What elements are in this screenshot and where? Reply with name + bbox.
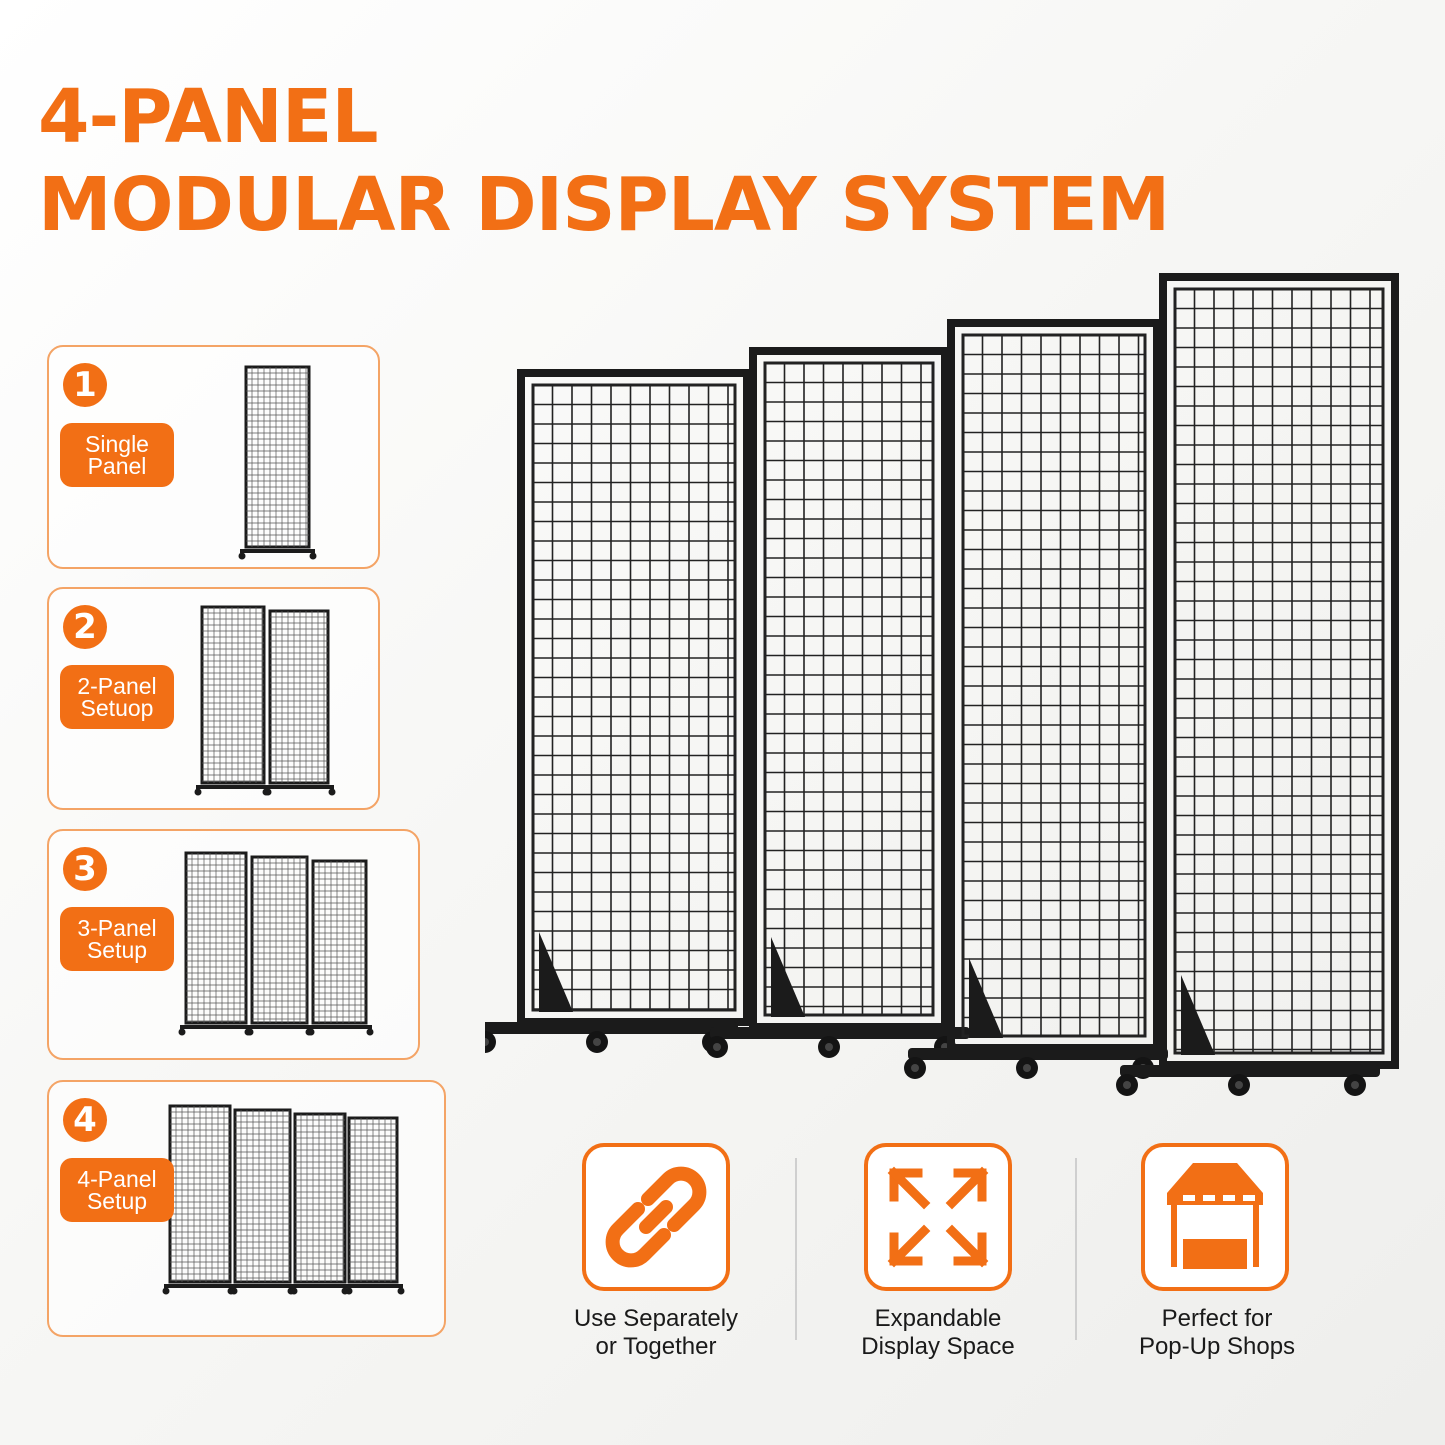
feature-text-line-2: Display Space	[861, 1333, 1015, 1360]
feature-text-line-1: Expandable	[874, 1305, 1002, 1332]
setup-label-badge: 3-Panel Setup	[60, 907, 174, 971]
setup-label-line-2: Setup	[86, 937, 148, 963]
step-number-badge: 2	[63, 605, 107, 649]
gridwall-panel	[1116, 273, 1399, 1096]
step-number-badge: 3	[63, 847, 107, 891]
feature-text-line-2: or Together	[595, 1333, 717, 1360]
three-panel-illustration	[178, 851, 374, 1036]
single-panel-illustration	[238, 365, 317, 560]
popup-tent-icon	[1167, 1163, 1263, 1269]
setup-card-3: 3 3-Panel Setup	[47, 829, 420, 1060]
feature-divider	[1075, 1158, 1077, 1340]
expand-arrows-icon	[887, 1166, 989, 1268]
step-number-badge: 1	[63, 363, 107, 407]
feature-divider	[795, 1158, 797, 1340]
setup-card-1: 1 Single Panel	[47, 345, 380, 569]
feature-box-expandable	[864, 1143, 1012, 1291]
setup-label-badge: 4-Panel Setup	[60, 1158, 174, 1222]
chain-link-icon	[605, 1166, 707, 1268]
mini-gridwall-panel	[178, 851, 254, 1036]
gridwall-panel	[485, 369, 751, 1053]
gridwall-panel	[706, 347, 970, 1058]
setup-card-2: 2 2-Panel Setuop	[47, 587, 380, 810]
mini-gridwall-panel	[227, 1108, 298, 1295]
setup-label-line-2: Panel	[87, 453, 147, 479]
mini-gridwall-panel	[341, 1116, 405, 1295]
mini-gridwall-panel	[194, 605, 272, 796]
feature-text-line-1: Perfect for	[1161, 1305, 1273, 1332]
headline-line-2: MODULAR DISPLAY SYSTEM	[38, 162, 1170, 248]
mini-gridwall-panel	[262, 609, 336, 796]
mini-gridwall-panel	[244, 855, 315, 1036]
mini-gridwall-panel	[287, 1112, 353, 1295]
setup-label-badge: Single Panel	[60, 423, 174, 487]
feature-box-use-separately	[582, 1143, 730, 1291]
feature-box-popup-shops	[1141, 1143, 1289, 1291]
setup-label-line-1: 3-Panel	[77, 915, 157, 941]
feature-text-line-1: Use Separately	[573, 1305, 739, 1332]
setup-card-4: 4 4-Panel Setup	[47, 1080, 446, 1337]
mini-gridwall-panel	[305, 859, 374, 1036]
four-panel-illustration	[162, 1104, 405, 1295]
feature-label-use-separately: Use Separately or Together	[536, 1305, 776, 1361]
setup-label-badge: 2-Panel Setuop	[60, 665, 174, 729]
step-number-badge: 4	[63, 1098, 107, 1142]
feature-label-expandable: Expandable Display Space	[818, 1305, 1058, 1361]
setup-label-line-1: 4-Panel	[77, 1166, 157, 1192]
feature-label-popup-shops: Perfect for Pop-Up Shops	[1097, 1305, 1337, 1361]
two-panel-illustration	[194, 605, 336, 796]
feature-text-line-2: Pop-Up Shops	[1138, 1333, 1296, 1360]
mini-gridwall-panel	[238, 365, 317, 560]
setup-label-line-2: Setuop	[80, 695, 154, 721]
setup-label-line-2: Setup	[86, 1188, 148, 1214]
setup-label-line-1: 2-Panel	[77, 673, 157, 699]
headline-line-1: 4-PANEL	[38, 74, 379, 160]
setup-label-line-1: Single	[85, 431, 149, 457]
four-panel-gridwall-display-image	[485, 273, 1399, 1096]
gridwall-panel	[904, 319, 1168, 1079]
